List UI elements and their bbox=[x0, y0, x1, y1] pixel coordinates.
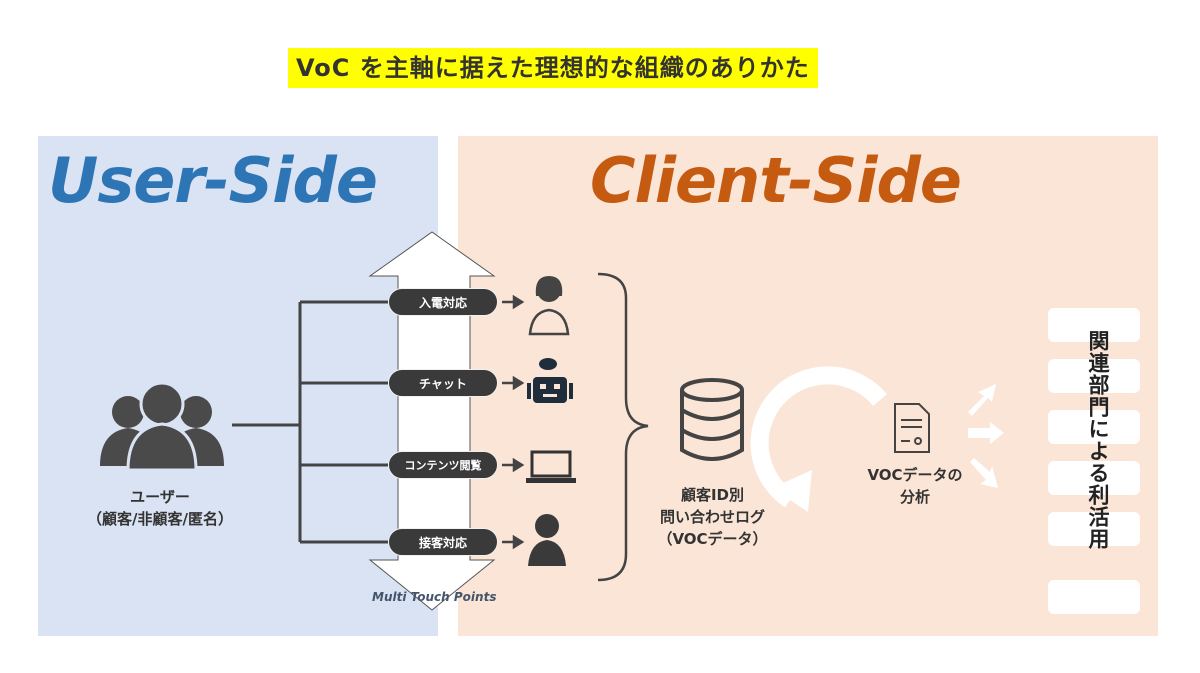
user-side-heading: User-Side bbox=[48, 144, 378, 217]
database-label-line2: 問い合わせログ bbox=[659, 508, 765, 526]
connector-lines bbox=[232, 300, 388, 544]
department-slot bbox=[1048, 512, 1140, 546]
staff-person-icon bbox=[528, 514, 566, 566]
touch-point-pill-service: 接客対応 bbox=[388, 528, 498, 556]
users-group-icon bbox=[100, 381, 224, 472]
department-slot bbox=[1048, 410, 1140, 444]
page-title: VoC を主軸に据えた理想的な組織のありかた bbox=[288, 48, 818, 88]
database-label-line3: （VOCデータ） bbox=[657, 530, 768, 548]
touch-point-pill-chat: チャット bbox=[388, 369, 498, 397]
user-type-label: （顧客/非顧客/匿名） bbox=[87, 510, 233, 528]
utilization-label: 関連部門による利活用 bbox=[1086, 330, 1110, 550]
touch-points-double-arrow bbox=[368, 231, 496, 611]
brace bbox=[597, 272, 649, 582]
call-center-operator-icon bbox=[528, 276, 570, 336]
touch-point-pill-content: コンテンツ閲覧 bbox=[388, 451, 498, 479]
department-slot bbox=[1048, 359, 1140, 393]
laptop-icon bbox=[526, 450, 576, 483]
department-slot bbox=[1048, 308, 1140, 342]
user-side-panel bbox=[38, 136, 438, 636]
cycle-arrow bbox=[750, 366, 887, 508]
client-side-heading: Client-Side bbox=[590, 144, 962, 217]
database-label-line1: 顧客ID別 bbox=[680, 486, 745, 504]
user-label: ユーザー bbox=[130, 488, 190, 506]
output-arrows bbox=[968, 384, 1004, 488]
certificate-document-icon bbox=[894, 403, 930, 453]
pill-arrows bbox=[502, 294, 525, 550]
department-slot bbox=[1048, 580, 1140, 614]
database-icon bbox=[680, 378, 744, 461]
chatbot-robot-icon bbox=[527, 358, 573, 403]
touch-point-pill-phone: 入電対応 bbox=[388, 288, 498, 316]
analysis-label-line1: VOCデータの bbox=[867, 466, 963, 484]
department-slot bbox=[1048, 461, 1140, 495]
analysis-label-line2: 分析 bbox=[899, 488, 930, 506]
multi-touch-points-caption: Multi Touch Points bbox=[372, 590, 497, 604]
